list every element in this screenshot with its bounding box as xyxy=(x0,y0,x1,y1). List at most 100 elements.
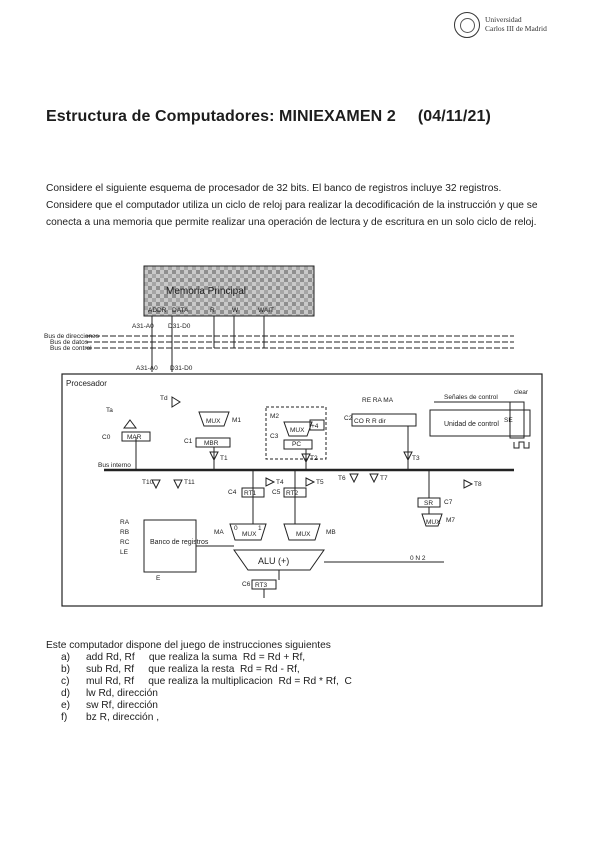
sig-C7: C7 xyxy=(444,499,453,506)
sig-RA: RA xyxy=(120,519,130,526)
instruction-list: a)add Rd, Rf que realiza la suma Rd = Rd… xyxy=(46,652,352,724)
sig-C2: C2 xyxy=(344,415,353,422)
instruction-item: f) bz R, dirección , xyxy=(46,712,352,724)
control-bus-label: Bus de control xyxy=(50,345,92,352)
main-memory-block xyxy=(143,265,315,317)
instruction-text: lw Rd, dirección xyxy=(86,688,158,699)
mbr-register xyxy=(195,437,231,448)
instruction-item: a)add Rd, Rf que realiza la suma Rd = Rd… xyxy=(46,652,352,664)
sig-C3: C3 xyxy=(270,433,279,440)
exam-title-text: Estructura de Computadores: MINIEXAMEN 2 xyxy=(46,108,396,125)
ir-register xyxy=(351,413,417,427)
sig-MB: MB xyxy=(326,529,336,536)
plus4-label: +4 xyxy=(311,423,319,430)
instruction-item: d)lw Rd, dirección xyxy=(46,688,352,700)
sig-RB: RB xyxy=(120,529,129,536)
processor-label: Procesador xyxy=(66,379,107,388)
instruction-text: bz R, dirección , xyxy=(86,712,160,723)
ta-gate xyxy=(123,419,137,429)
mux-b xyxy=(283,523,321,541)
instruction-item: e) sw Rf, dirección xyxy=(46,700,352,712)
mux-mbr xyxy=(198,411,230,427)
mem-port-r: R xyxy=(210,307,215,314)
data-bits-top: D31-D0 xyxy=(168,323,191,330)
internal-bus-label: Bus interno xyxy=(98,462,131,469)
mux-a xyxy=(229,523,267,541)
sig-M1: M1 xyxy=(232,417,241,424)
exam-title: Estructura de Computadores: MINIEXAMEN 2… xyxy=(46,108,491,126)
t10-gate xyxy=(151,479,161,490)
university-line2: Carlos III de Madrid xyxy=(485,24,547,33)
control-signals-label: Señales de control xyxy=(444,394,498,401)
control-unit-block xyxy=(429,409,531,437)
instruction-label: e) xyxy=(61,700,71,711)
instruction-text: sub Rd, Rf que realiza la resta Rd = Rd … xyxy=(86,664,300,675)
clock-icon xyxy=(513,441,530,449)
sig-C4: C4 xyxy=(228,489,237,496)
mux-mbr-label: MUX xyxy=(206,418,221,425)
intro-line-3: conecta a una memoria que permite realiz… xyxy=(46,217,537,228)
sig-T4: T4 xyxy=(276,479,284,486)
sig-T3: T3 xyxy=(412,455,420,462)
sig-T2: T2 xyxy=(310,455,318,462)
ir-bits: CO R R dir xyxy=(354,418,387,425)
processor-diagram: Memoria Principal ADDR DATA R W WAIT A31… xyxy=(44,262,549,612)
instruction-set-intro: Este computador dispone del juego de ins… xyxy=(46,640,331,651)
alu-block xyxy=(233,549,325,571)
instruction-text: mul Rd, Rf que realiza la multiplicacion… xyxy=(86,676,352,687)
mux-sr xyxy=(421,513,443,527)
memory-label: Memoria Principal xyxy=(166,286,246,297)
t4-gate xyxy=(265,477,276,487)
plus4-box xyxy=(309,419,325,431)
sig-LE: LE xyxy=(120,549,129,556)
university-name: Universidad Carlos III de Madrid xyxy=(485,15,547,33)
sig-C1: C1 xyxy=(184,438,193,445)
sig-C5: C5 xyxy=(272,489,281,496)
sig-Td: Td xyxy=(160,395,168,402)
data-bits-proc: D31-D0 xyxy=(170,365,193,372)
sig-T11: T11 xyxy=(184,479,195,486)
rt3-label: RT3 xyxy=(255,582,268,589)
addr-bits-top: A31-A0 xyxy=(132,323,154,330)
alu-label: ALU (+) xyxy=(258,556,289,566)
rt2-label: RT2 xyxy=(286,490,299,497)
register-bank-label: Banco de registros xyxy=(150,539,209,546)
instruction-label: f) xyxy=(61,712,68,723)
mux-a-label: MUX xyxy=(242,531,257,538)
instruction-label: a) xyxy=(61,652,71,663)
sig-SE: SE xyxy=(504,417,513,424)
mux-a-in0: 0 xyxy=(234,525,238,532)
instruction-label: c) xyxy=(61,676,70,687)
mem-port-wait: WAIT xyxy=(258,307,274,314)
sig-M7: M7 xyxy=(446,517,455,524)
sig-C0: C0 xyxy=(102,434,111,441)
mux-b-label: MUX xyxy=(296,531,311,538)
university-seal-icon xyxy=(454,12,480,38)
sig-T5: T5 xyxy=(316,479,324,486)
clock-label: clear xyxy=(514,389,529,396)
sig-T1: T1 xyxy=(220,455,228,462)
mem-port-w: W xyxy=(232,307,239,314)
sig-MA: MA xyxy=(214,529,224,536)
mux-sr-label: MUX xyxy=(426,519,441,526)
instruction-item: c) mul Rd, Rf que realiza la multiplicaci… xyxy=(46,676,352,688)
td-gate xyxy=(171,396,181,408)
sig-E: E xyxy=(156,575,161,582)
register-bank-block xyxy=(143,519,197,573)
t5-gate xyxy=(305,477,316,487)
sig-Ta: Ta xyxy=(106,407,113,414)
addr-bus-label: Bus de direcciones xyxy=(44,333,100,340)
university-logo: Universidad Carlos III de Madrid xyxy=(454,12,564,42)
intro-paragraph: Considere el siguiente esquema de proces… xyxy=(46,180,544,231)
addr-bits-proc: A31-A0 xyxy=(136,365,158,372)
t8-gate xyxy=(463,479,474,489)
mux-a-in1: 1 xyxy=(258,525,262,532)
sig-T7: T7 xyxy=(380,475,388,482)
pc-register xyxy=(283,439,313,450)
data-bus-label: Bus de datos xyxy=(50,339,89,346)
sig-T10: T10 xyxy=(142,479,154,486)
processor-diagram-svg: Memoria Principal ADDR DATA R W WAIT A31… xyxy=(44,265,543,607)
processor-frame xyxy=(61,373,543,607)
instruction-text: sw Rf, dirección xyxy=(86,700,158,711)
sig-C6: C6 xyxy=(242,581,251,588)
